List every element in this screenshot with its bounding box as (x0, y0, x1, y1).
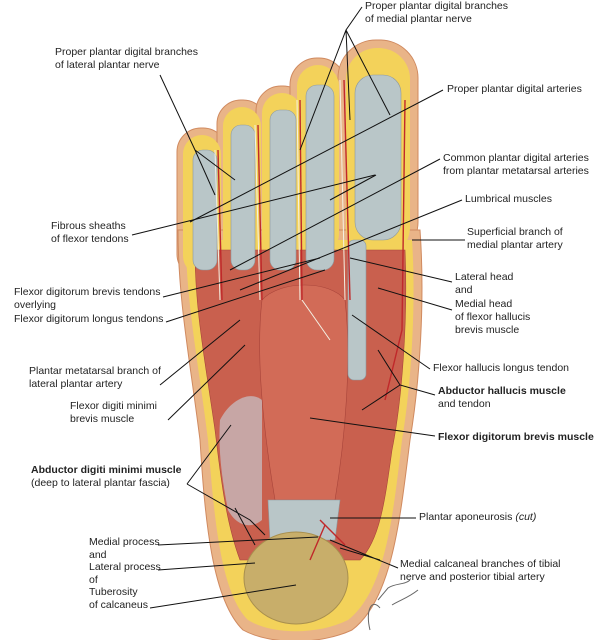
label-line: from plantar metatarsal arteries (443, 165, 589, 178)
label-plantar-aponeurosis: Plantar aponeurosis (cut) (419, 511, 536, 524)
label-proper-plantar-digital-arteries: Proper plantar digital arteries (447, 83, 582, 96)
label-line: Flexor hallucis longus tendon (433, 362, 569, 374)
label-line: Fibrous sheaths (51, 220, 126, 232)
label-line: Flexor digitorum brevis tendons (14, 286, 161, 298)
label-line: Medial head (455, 297, 513, 310)
label-line: Flexor digitorum longus tendons (14, 312, 164, 325)
label-line: overlying (14, 299, 57, 312)
label-line: Proper plantar digital branches (365, 0, 509, 12)
label-line: Abductor digiti minimi muscle (31, 464, 182, 476)
label-line: and tendon (438, 398, 491, 411)
label-line: Lateral head (455, 271, 514, 283)
label-line: Abductor hallucis muscle (438, 385, 566, 397)
label-line: Flexor digiti minimi (70, 400, 157, 412)
label-abductor-digiti-minimi: Abductor digiti minimi muscle(deep to la… (31, 464, 182, 491)
label-line: Superficial branch of (467, 226, 563, 238)
label-line: Plantar aponeurosis (419, 511, 513, 523)
label-line: brevis muscle (455, 324, 520, 337)
label-line: Lateral process (89, 561, 161, 574)
label-line: of flexor tendons (51, 233, 129, 246)
tendons (192, 74, 402, 541)
label-line: lateral plantar artery (29, 378, 123, 391)
label-flexor-digitorum-brevis-muscle: Flexor digitorum brevis muscle (438, 431, 594, 444)
label-line: Lumbrical muscles (465, 193, 552, 205)
label-line: and (89, 548, 107, 561)
label-line: of medial plantar nerve (365, 13, 472, 26)
label-line: medial plantar artery (467, 239, 563, 252)
label-line: nerve and posterior tibial artery (400, 571, 545, 584)
label-line: Proper plantar digital arteries (447, 83, 582, 95)
label-line: brevis muscle (70, 413, 135, 426)
label-line: of lateral plantar nerve (55, 59, 160, 72)
label-line: Medial calcaneal branches of tibial (400, 558, 561, 570)
flexor-digitorum-brevis-muscle (259, 284, 349, 501)
label-line: Flexor digitorum brevis muscle (438, 431, 594, 443)
label-line: of flexor hallucis (455, 310, 531, 323)
nerves (214, 79, 346, 341)
label-line: of (89, 573, 98, 586)
label-line: (deep to lateral plantar fascia) (31, 477, 170, 490)
label-line: Proper plantar digital branches (55, 46, 199, 58)
label-line: Plantar metatarsal branch of (29, 365, 161, 377)
label-flexor-hallucis-longus-tendon: Flexor hallucis longus tendon (433, 362, 569, 375)
plantar-fascia-lateral (219, 396, 262, 526)
label-note: (cut) (515, 511, 537, 523)
label-line: and (455, 284, 473, 297)
label-line: Tuberosity (89, 586, 138, 599)
arteries (217, 79, 406, 561)
calcaneus-tuberosity (243, 531, 349, 625)
label-lumbrical-muscles: Lumbrical muscles (465, 193, 552, 206)
label-line: of calcaneus (89, 598, 148, 611)
leader-lines (131, 6, 465, 609)
label-line: Common plantar digital arteries (443, 152, 589, 164)
netter-signature (367, 579, 419, 631)
label-line: Medial process (89, 536, 160, 548)
